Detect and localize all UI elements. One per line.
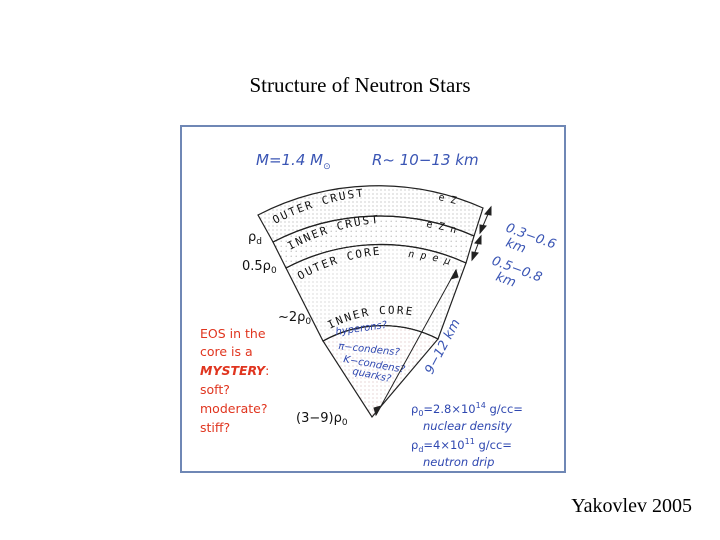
- inner-core-layer: [322, 324, 439, 419]
- core-radius-line: [375, 269, 457, 416]
- rhod-definition: ρd=4×1011 g/cc=: [411, 437, 512, 454]
- rhod-name: neutron drip: [423, 455, 494, 469]
- eos-option-soft: soft?: [200, 382, 230, 397]
- slide-title: Structure of Neutron Stars: [249, 73, 471, 97]
- rho0-definition: ρ0=2.8×1014 g/cc=: [411, 401, 523, 418]
- mass-label: M=1.4 M⊙: [256, 151, 331, 172]
- crust-thickness-unit: km: [504, 236, 528, 257]
- crust-arrow-top: [484, 205, 492, 216]
- core-arrow-top: [449, 268, 459, 280]
- inner-crust-thickness-unit: km: [494, 270, 518, 291]
- neutron-star-diagram: M=1.4 M⊙ R~ 10−13 km OUTER CRUST e Z INN…: [180, 125, 566, 473]
- density-crust-boundary: ρd: [248, 230, 262, 247]
- outer-crust-composition: e Z: [437, 192, 457, 207]
- core-arrow-bottom: [373, 405, 383, 417]
- density-inner-core-start: ~2ρ0: [278, 310, 311, 327]
- credit-label: Yakovlev 2005: [571, 495, 692, 517]
- eos-mystery: MYSTERY:: [200, 363, 269, 378]
- density-outer-core-start: 0.5ρ0: [242, 259, 277, 276]
- rho0-name: nuclear density: [423, 419, 512, 433]
- density-center: (3−9)ρ0: [296, 411, 348, 428]
- eos-note-line2: core is a: [200, 344, 253, 359]
- crust-arrow-bottom: [479, 224, 487, 235]
- eos-option-moderate: moderate?: [200, 401, 267, 416]
- eos-option-stiff: stiff?: [200, 420, 230, 435]
- eos-note-line1: EOS in the: [200, 326, 266, 341]
- radius-label: R~ 10−13 km: [372, 151, 479, 169]
- inner-crust-arrow-top: [474, 234, 482, 245]
- inner-crust-arrow-bottom: [471, 251, 479, 262]
